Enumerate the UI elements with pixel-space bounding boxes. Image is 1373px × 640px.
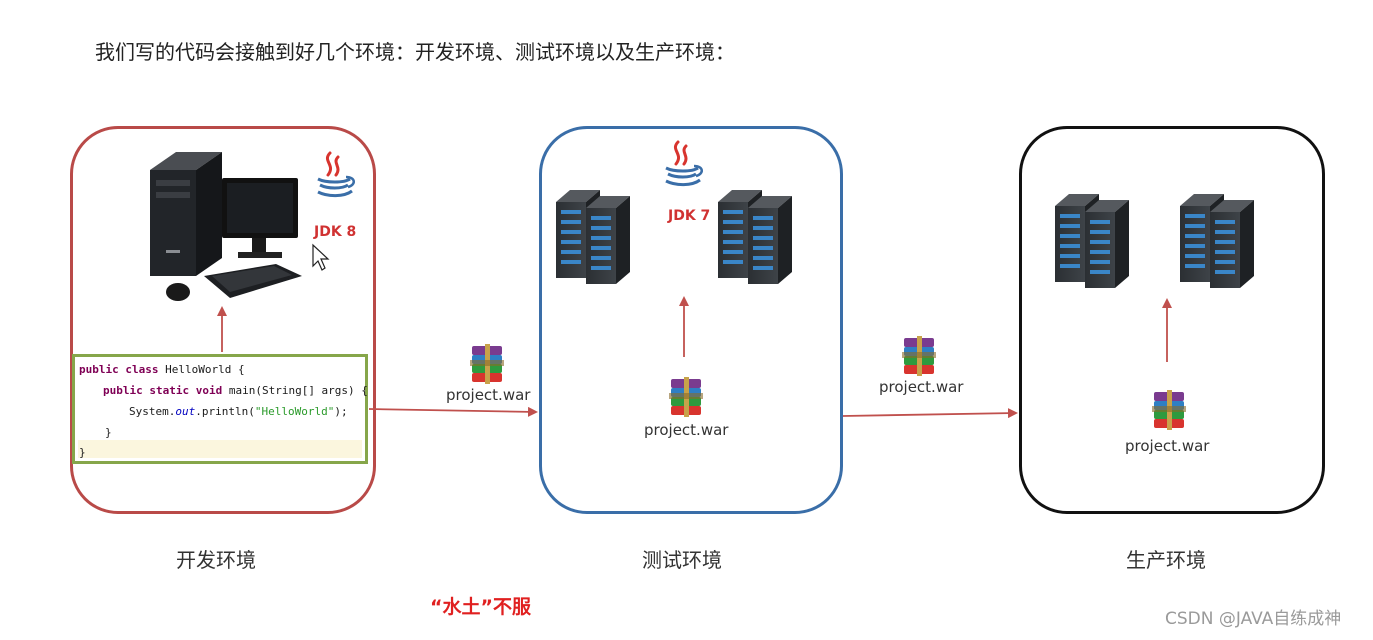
war-archive-icon (470, 344, 504, 384)
java-logo-icon (664, 140, 704, 187)
dev-environment-label: 开发环境 (176, 548, 256, 572)
prod-environment-label: 生产环境 (1126, 548, 1206, 572)
code-snippet: public class HelloWorld { public static … (72, 354, 368, 464)
war-archive-icon (902, 336, 936, 376)
code-line-2: public static void main(String[] args) { (103, 384, 368, 397)
page-heading: 我们写的代码会接触到好几个环境：开发环境、测试环境以及生产环境： (95, 40, 735, 64)
code-line-5: } (79, 446, 86, 459)
code-line-1: public class HelloWorld { (79, 363, 245, 376)
war-archive-icon (669, 377, 703, 417)
dev-to-test-arrow (368, 406, 538, 417)
war-archive-icon (1152, 390, 1186, 430)
transfer-war-label: project.war (446, 386, 531, 404)
code-line-4: } (105, 426, 112, 439)
test-environment-label: 测试环境 (642, 548, 722, 572)
test-jdk-label: JDK 7 (668, 208, 711, 224)
server-rack-icon (718, 190, 792, 284)
code-line-3: System.out.println("HelloWorld"); (129, 405, 348, 418)
server-rack-icon (556, 190, 630, 284)
mouse-cursor-icon (312, 243, 330, 271)
prod-war-label: project.war (1125, 437, 1210, 455)
test-war-label: project.war (644, 421, 729, 439)
prod-environment-box (1019, 126, 1325, 514)
test-to-prod-arrow (842, 408, 1018, 419)
slogan: “水土”不服 (430, 596, 531, 618)
code-current-line (78, 440, 362, 458)
java-logo-icon (316, 151, 356, 198)
desktop-computer-icon (150, 152, 302, 301)
test-environment-box (539, 126, 843, 514)
dev-jdk-label: JDK 8 (314, 224, 357, 240)
server-rack-icon (1180, 194, 1254, 288)
server-rack-icon (1055, 194, 1129, 288)
transfer-war-label: project.war (879, 378, 964, 396)
watermark: CSDN @JAVA自练成神 (1165, 609, 1342, 629)
